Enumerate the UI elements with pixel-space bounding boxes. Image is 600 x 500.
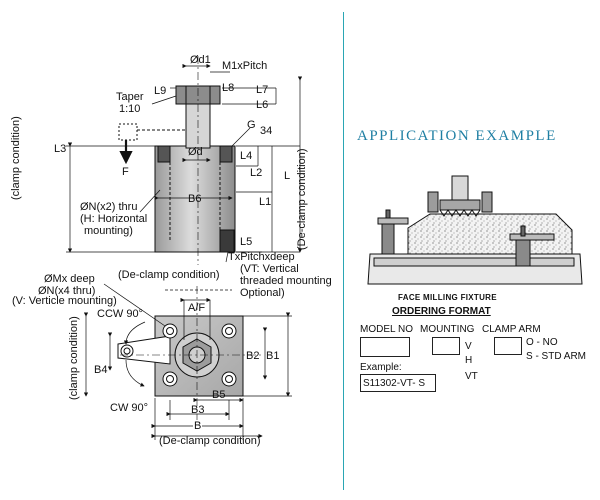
left-clamp — [381, 219, 395, 255]
label-f: F — [122, 166, 129, 178]
section-divider — [343, 12, 344, 490]
label-cw: CW 90° — [110, 402, 149, 414]
label-l4: L4 — [240, 150, 253, 162]
label-declamp-condition-bottom: (De-clamp condition) — [159, 435, 261, 447]
clamp-arm-label: CLAMP ARM — [482, 324, 541, 335]
face-milling-fixture-illustration — [367, 175, 583, 285]
clamp-technical-drawing — [66, 56, 303, 440]
label-clamp-condition-bottom: (clamp condition) — [68, 316, 80, 400]
spindle — [451, 175, 469, 203]
label-l7: L7 — [256, 84, 269, 96]
threaded-mount-hole — [219, 229, 235, 253]
ordering-format-title: ORDERING FORMAT — [392, 306, 491, 317]
arm-option-s: S - STD ARM — [526, 351, 587, 362]
face-mill-cutter — [439, 199, 481, 211]
label-d1: Ød1 — [190, 54, 211, 66]
application-title: APPLICATION EXAMPLE — [357, 128, 557, 144]
label-taper: Taper — [116, 91, 144, 103]
label-l5: L5 — [240, 236, 253, 248]
mounting-option-vt: VT — [465, 371, 478, 382]
model-no-field[interactable] — [360, 337, 410, 357]
label-l6: L6 — [256, 99, 269, 111]
label-b1: B1 — [266, 350, 280, 362]
mounting-label: MOUNTING — [420, 324, 475, 335]
mounting-field[interactable] — [432, 337, 460, 355]
label-l8: L8 — [222, 82, 235, 94]
right-clamp — [515, 237, 531, 267]
label-declamp-condition-vertical: (De-clamp condition) — [296, 148, 308, 250]
example-label: Example: — [360, 362, 402, 373]
example-value: S11302-VT- S — [363, 378, 426, 389]
label-h-horizontal: (H: Horizontal — [80, 213, 148, 225]
label-l2: L2 — [250, 167, 263, 179]
clamp-arm — [117, 335, 171, 365]
model-no-label: MODEL NO — [360, 324, 413, 335]
clamp-arm-field[interactable] — [494, 337, 522, 355]
label-ccw: CCW 90° — [97, 308, 143, 320]
label-b5: B5 — [212, 389, 226, 401]
label-n-x4-thru: ØN(x4 thru) — [38, 285, 96, 297]
label-vt-vertical: (VT: Vertical — [240, 263, 299, 275]
label-vt-optional: Optional) — [240, 287, 285, 299]
label-34: 34 — [260, 125, 273, 137]
label-af: A/F — [188, 302, 206, 314]
mounting-option-v: V — [465, 341, 472, 352]
example-box: S11302-VT- S — [360, 374, 436, 392]
label-b: B — [193, 420, 203, 432]
label-mx-deep: ØMx deep — [44, 273, 95, 285]
label-n-x2-thru: ØN(x2) thru — [80, 201, 138, 213]
arm-option-o: O - NO — [526, 337, 558, 348]
workpiece — [407, 213, 573, 255]
label-b2: B2 — [246, 350, 260, 362]
label-d: Ød — [188, 146, 203, 158]
label-tx-pitch: TxPitchxdeep — [228, 251, 295, 263]
label-l9: L9 — [154, 85, 167, 97]
label-vt-threaded: threaded mounting — [240, 275, 332, 287]
port-right — [219, 145, 233, 163]
label-v-verticle: (V: Verticle mounting) — [12, 295, 117, 307]
label-clamp-condition-top: (clamp condition) — [10, 116, 22, 200]
label-l1: L1 — [259, 196, 272, 208]
mounting-option-h: H — [465, 355, 473, 366]
label-b3: B3 — [191, 404, 205, 416]
label-b6: B6 — [188, 193, 202, 205]
base-plate-top-view — [117, 315, 244, 397]
label-mounting: mounting) — [84, 225, 133, 237]
fixture-caption: FACE MILLING FIXTURE — [398, 293, 497, 302]
label-taper-ratio: 1:10 — [119, 103, 141, 115]
label-g: G — [247, 119, 256, 131]
label-b4: B4 — [94, 364, 108, 376]
label-l: L — [284, 170, 291, 182]
label-declamp-condition-top: (De-clamp condition) — [118, 269, 220, 281]
port-left — [157, 145, 171, 163]
label-m1-pitch: M1xPitch — [222, 60, 268, 72]
label-l3: L3 — [54, 143, 67, 155]
